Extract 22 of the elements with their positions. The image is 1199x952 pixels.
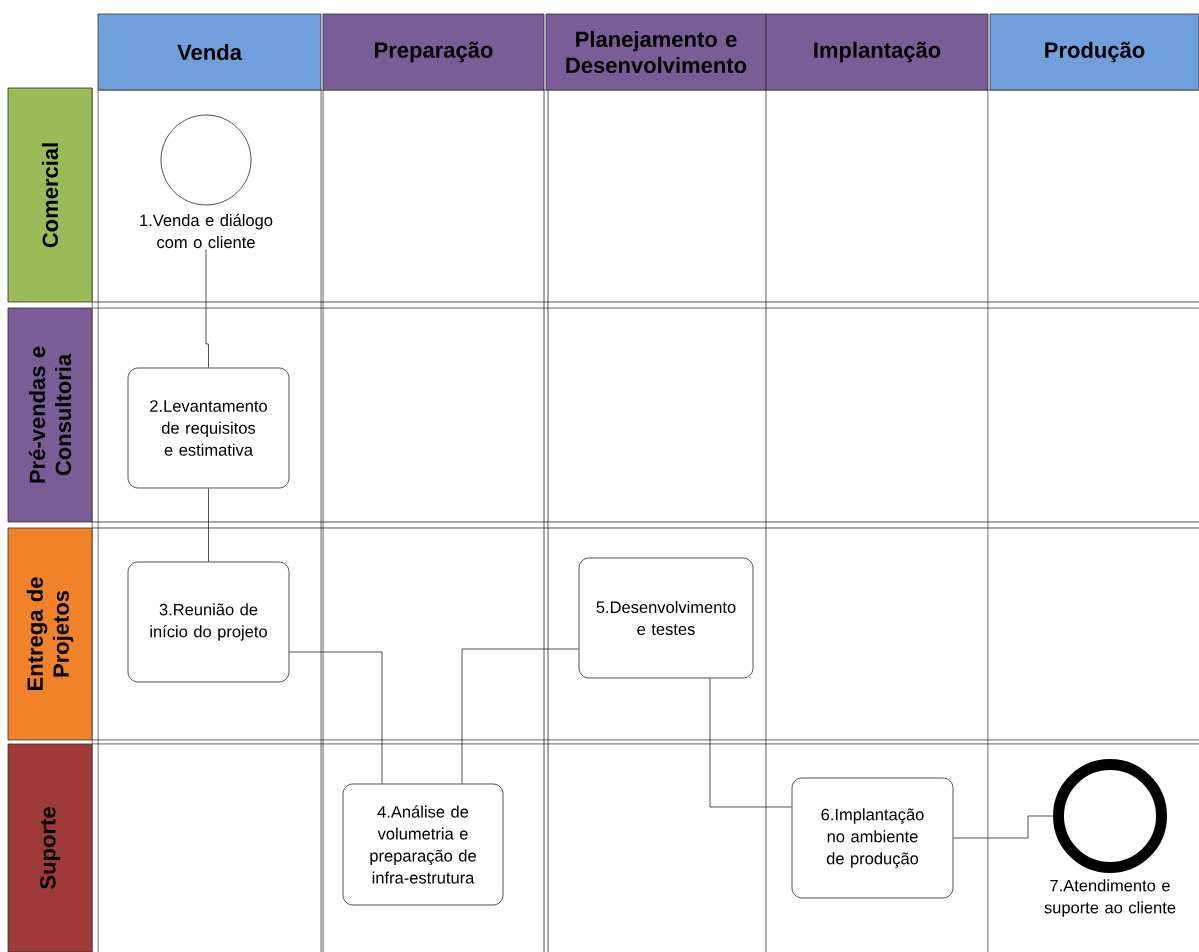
lane-header: Comercial [7,87,93,303]
lane-header: Entrega de Projetos [7,527,93,741]
event-label: 7.Atendimento e suporte ao cliente [1044,879,1176,917]
column-header: Implantação [765,13,989,91]
connector [953,815,1054,839]
column-header: Produção [989,13,1199,91]
event-label: 1.Venda e diálogo com o cliente [140,213,273,249]
lane-header: Suporte [7,743,93,952]
process-box: 3.Reunião de início do projeto [127,561,290,683]
column-header: Preparação [322,13,545,91]
lane-header: Pré-vendas e Consultoria [7,307,93,523]
column-header: Planejamento e Desenvolvimento [545,13,767,91]
process-box: 6.Implantação no ambiente de produção [791,777,954,899]
connector [208,488,209,562]
process-box: 5.Desenvolvimento e testes [578,557,754,679]
connector [289,651,383,784]
connector [461,648,579,784]
process-box: 2.Levantamento de requisitos e estimativa [127,367,290,489]
connector [205,248,209,368]
column-header: Venda [97,13,322,91]
connector [709,678,792,808]
process-box: 4.Análise de volumetria e preparação de infra-estrutura [342,783,504,906]
